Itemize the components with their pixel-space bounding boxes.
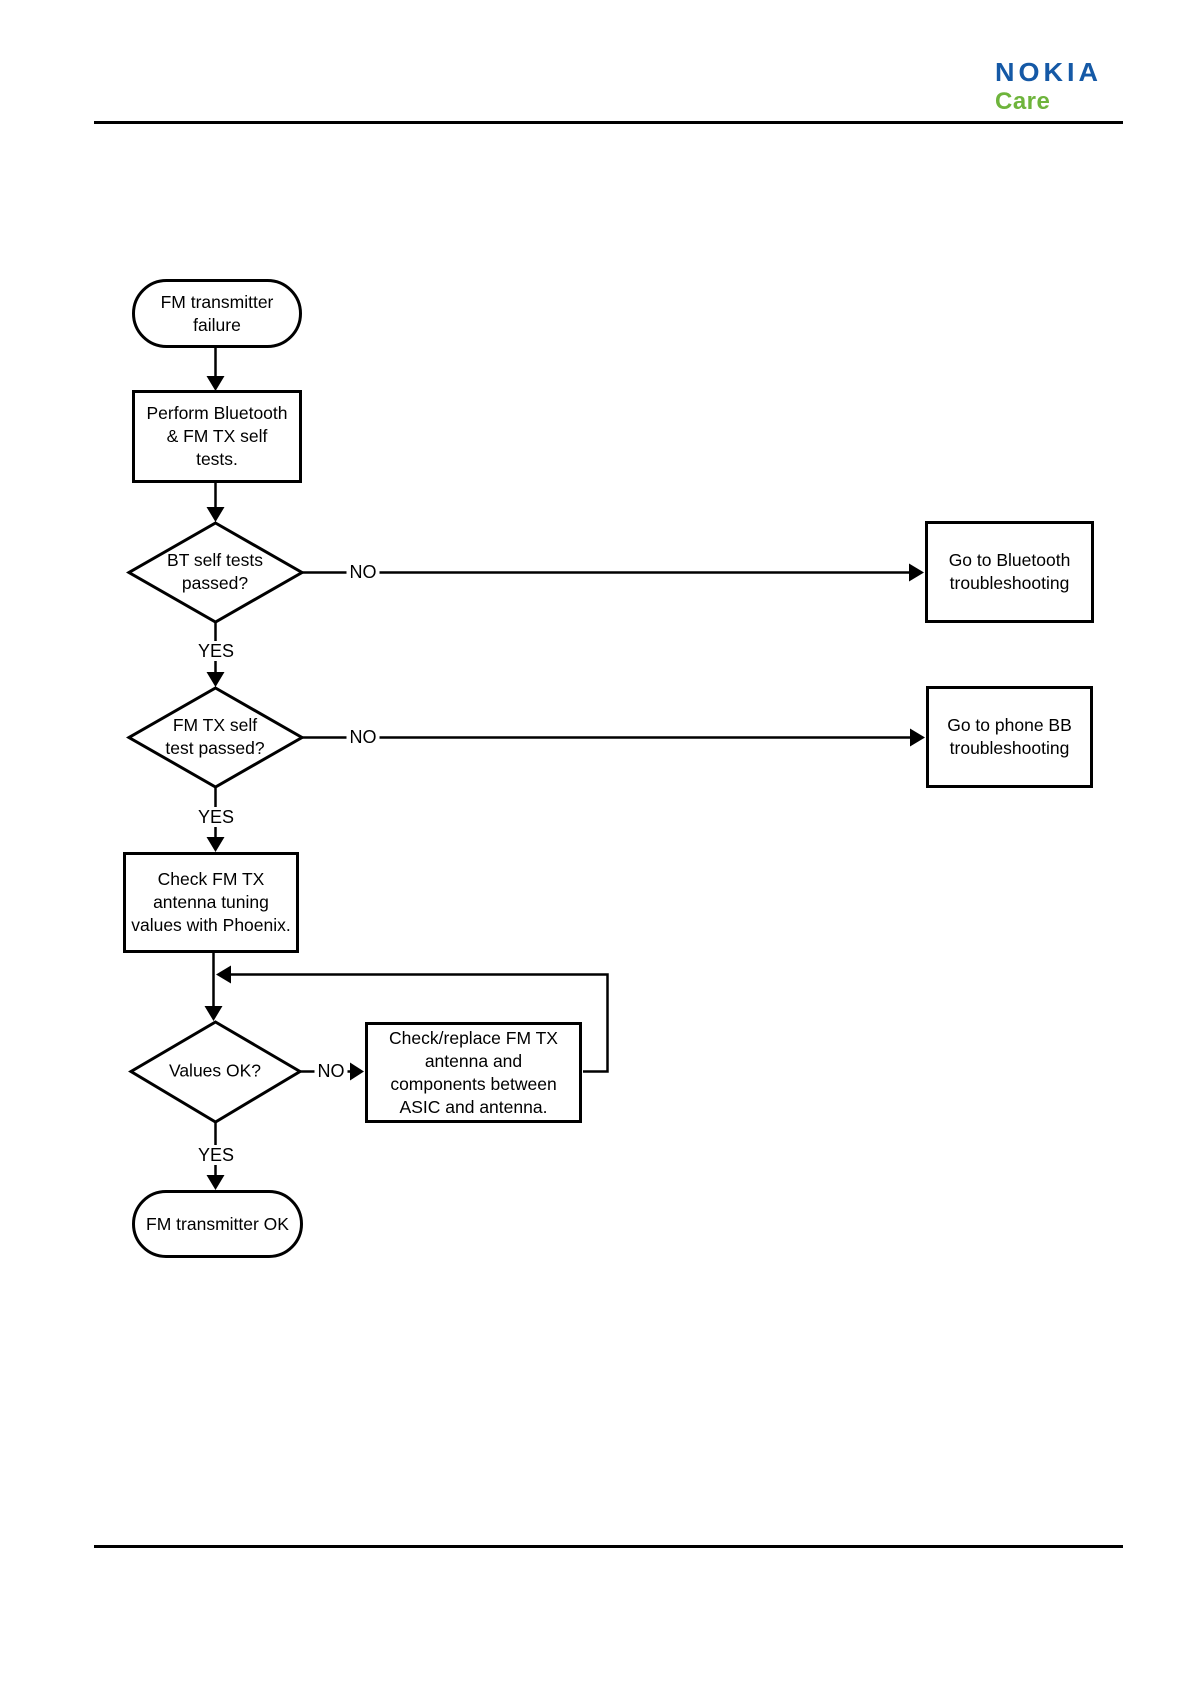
decision-bt-self-test-shape: [125, 521, 306, 624]
arrowhead-into-end: [206, 1175, 225, 1190]
decision-bt-self-test-label: BT self tests passed?: [167, 550, 263, 593]
process-goto-phone-bb-troubleshooting: Go to phone BB troubleshooting: [926, 686, 1093, 788]
decision-fm-tx-self-test-label: FM TX self test passed?: [165, 715, 265, 758]
arrowhead-into-bt-test: [206, 507, 225, 522]
decision-fm-tx-self-test-shape: [125, 686, 306, 789]
arrowhead-feedback-join: [216, 965, 231, 984]
edge-label-no-bt-test: NO: [346, 562, 380, 582]
nokia-logo-text: NOKIA: [995, 58, 1102, 87]
care-logo-text: Care: [995, 88, 1051, 115]
edge-label-yes-bt-test: YES: [194, 641, 238, 661]
nokia-care-logo: NOKIA Care: [995, 60, 1102, 114]
edge-label-yes-values-ok: YES: [194, 1145, 238, 1165]
process-perform-self-tests: Perform Bluetooth & FM TX self tests.: [132, 390, 302, 483]
arrowhead-into-check-replace: [350, 1062, 364, 1081]
edge-label-no-fmtx-test: NO: [346, 727, 380, 747]
header-divider: [94, 121, 1123, 124]
arrowhead-into-values-ok: [204, 1006, 223, 1021]
footer-divider: [94, 1545, 1123, 1548]
process-check-replace-antenna: Check/replace FM TX antenna and componen…: [365, 1022, 582, 1123]
arrowhead-into-goto-phone-bb: [910, 728, 925, 747]
edge-label-yes-fmtx-test: YES: [194, 807, 238, 827]
terminator-start: FM transmitter failure: [132, 279, 302, 348]
edge-label-no-values-ok: NO: [314, 1061, 348, 1081]
arrowhead-into-perform: [206, 376, 225, 391]
decision-values-ok-label: Values OK?: [168, 1060, 262, 1081]
process-goto-bluetooth-troubleshooting: Go to Bluetooth troubleshooting: [925, 521, 1094, 623]
connector-feedback-loop: [230, 973, 609, 1073]
arrowhead-into-goto-bluetooth: [909, 563, 924, 582]
process-check-antenna-tuning: Check FM TX antenna tuning values with P…: [123, 852, 299, 953]
decision-values-ok-shape: [128, 1020, 303, 1124]
arrowhead-into-check-tuning: [206, 837, 225, 852]
terminator-end: FM transmitter OK: [132, 1190, 303, 1258]
arrowhead-into-fmtx-test: [206, 672, 225, 687]
